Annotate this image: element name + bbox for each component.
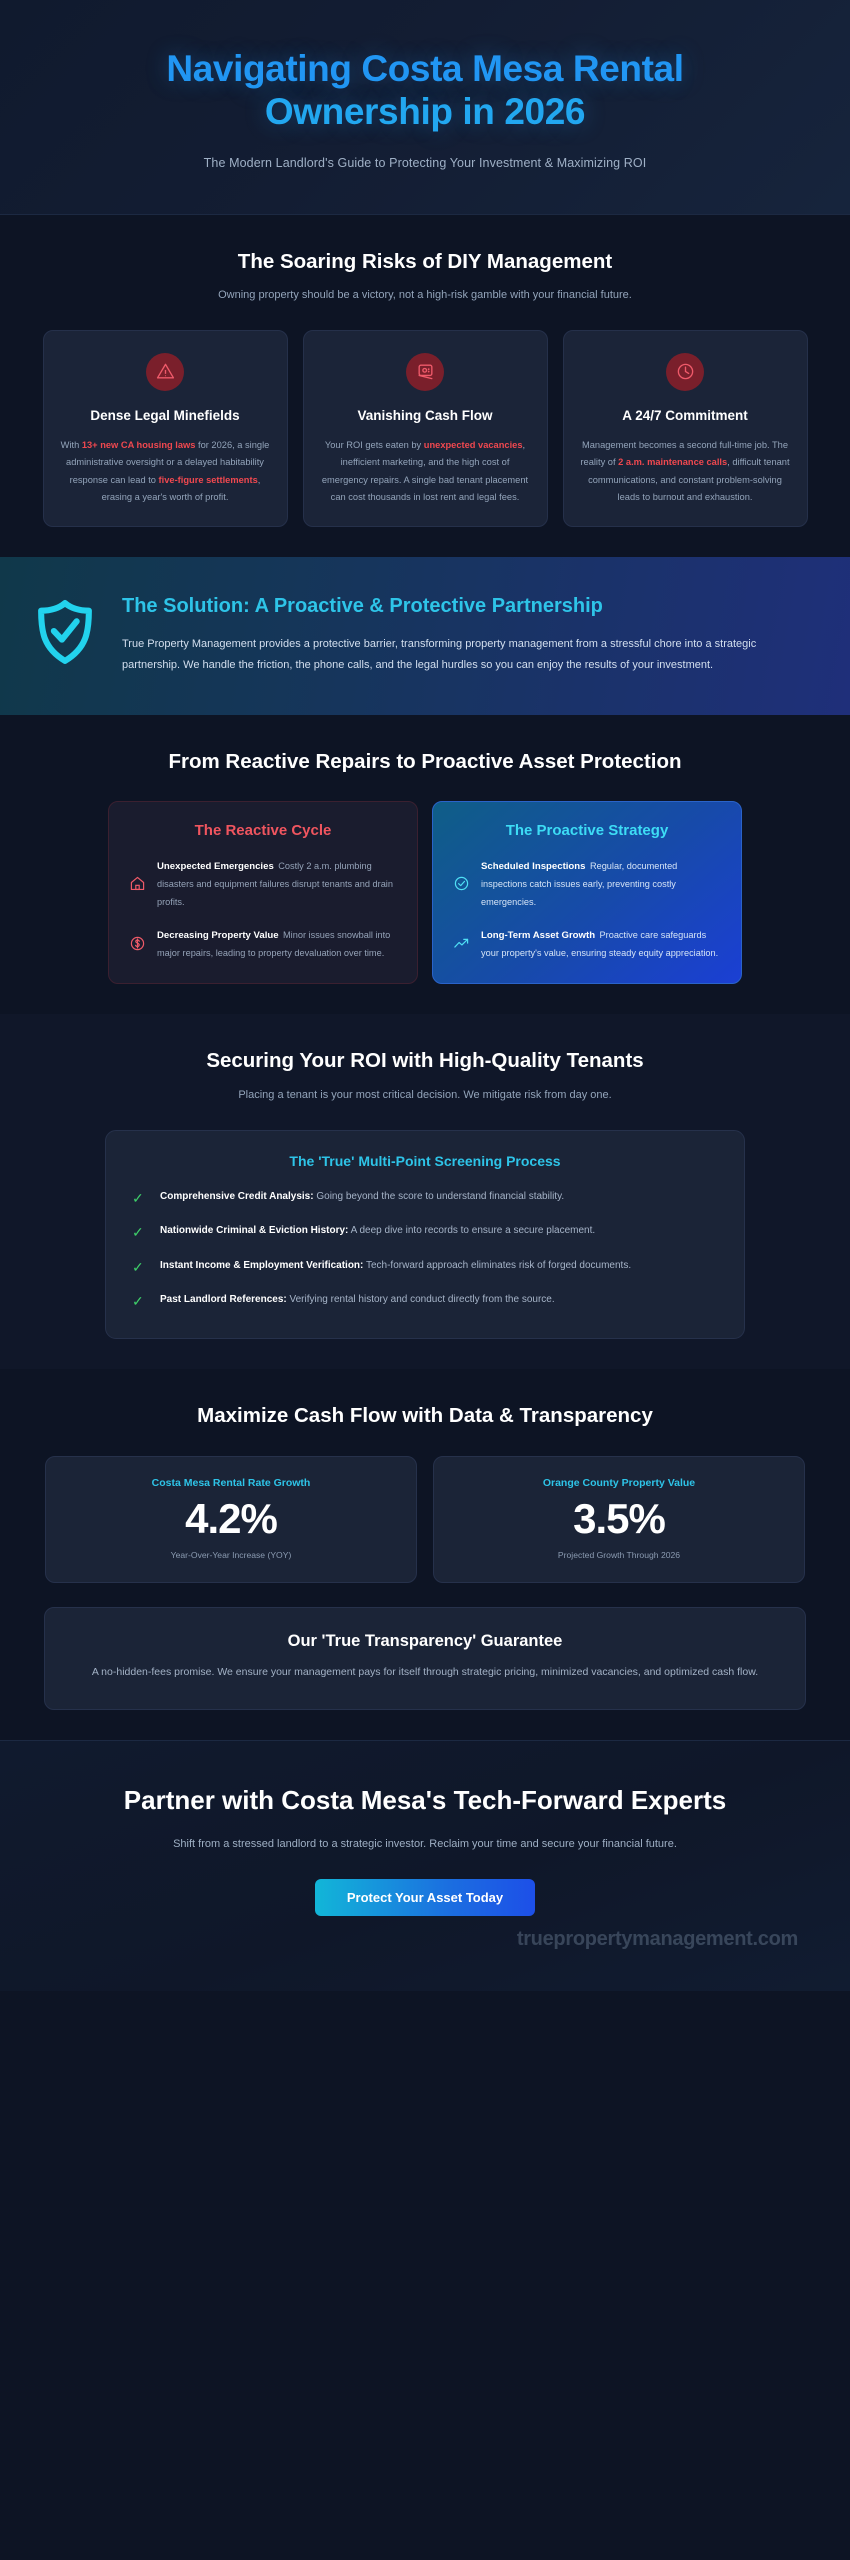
check-mark-icon: ✓ bbox=[132, 1293, 144, 1310]
stat-card: Costa Mesa Rental Rate Growth 4.2% Year-… bbox=[45, 1455, 417, 1583]
stat-value: 3.5% bbox=[573, 1494, 666, 1542]
stat-note: Year-Over-Year Increase (YOY) bbox=[170, 1549, 292, 1560]
stat-label: Costa Mesa Rental Rate Growth bbox=[151, 1476, 311, 1489]
screening-list-item: ✓ Instant Income & Employment Verificati… bbox=[132, 1258, 718, 1278]
risks-section: The Soaring Risks of DIY Management Owni… bbox=[0, 215, 850, 557]
compare-section: From Reactive Repairs to Proactive Asset… bbox=[0, 715, 850, 1015]
solution-banner: The Solution: A Proactive & Protective P… bbox=[0, 556, 850, 715]
cta-subtitle: Shift from a stressed landlord to a stra… bbox=[173, 1837, 677, 1850]
site-watermark: truepropertymanagement.com bbox=[516, 1928, 798, 1951]
check-mark-icon: ✓ bbox=[132, 1189, 144, 1206]
reactive-item: Decreasing Property Value Minor issues s… bbox=[127, 925, 399, 961]
solution-body: True Property Management provides a prot… bbox=[122, 637, 757, 672]
trending-up-icon bbox=[451, 933, 471, 953]
stat-value: 4.2% bbox=[185, 1494, 278, 1542]
screening-card: The 'True' Multi-Point Screening Process… bbox=[105, 1129, 745, 1339]
stat-label: Orange County Property Value bbox=[542, 1476, 696, 1489]
reactive-item-text: Unexpected Emergencies Costly 2 a.m. plu… bbox=[157, 856, 399, 910]
risk-card: Dense Legal Minefields With 13+ new CA h… bbox=[42, 329, 288, 527]
risk-card-title: A 24/7 Commitment bbox=[622, 407, 748, 423]
reactive-item-body: Costly 2 a.m. plumbing disasters and equ… bbox=[157, 861, 393, 908]
check-mark-icon: ✓ bbox=[132, 1224, 144, 1241]
screening-item-text: Nationwide Criminal & Eviction History: … bbox=[160, 1223, 595, 1240]
reactive-item-heading: Decreasing Property Value bbox=[157, 930, 279, 942]
hero-subtitle: The Modern Landlord's Guide to Protectin… bbox=[203, 155, 647, 170]
screening-list-item: ✓ Past Landlord References: Verifying re… bbox=[132, 1292, 718, 1312]
stats-section: Maximize Cash Flow with Data & Transpare… bbox=[0, 1369, 850, 1740]
risk-card-body: With 13+ new CA housing laws for 2026, a… bbox=[60, 440, 270, 502]
compare-title: From Reactive Repairs to Proactive Asset… bbox=[168, 749, 682, 773]
screening-item-body: A deep dive into records to ensure a sec… bbox=[348, 1225, 596, 1237]
dollar-circle-icon bbox=[127, 933, 147, 953]
screening-item-body: Going beyond the score to understand fin… bbox=[313, 1190, 565, 1202]
protect-asset-button[interactable]: Protect Your Asset Today bbox=[314, 1879, 536, 1917]
risk-card-row: Dense Legal Minefields With 13+ new CA h… bbox=[28, 329, 822, 527]
risk-card: A 24/7 Commitment Management becomes a s… bbox=[562, 329, 808, 527]
screening-section: Securing Your ROI with High-Quality Tena… bbox=[0, 1014, 850, 1369]
page-title-line-2: Ownership in 2026 bbox=[264, 90, 586, 132]
stat-note: Projected Growth Through 2026 bbox=[557, 1549, 681, 1560]
cta-section: Partner with Costa Mesa's Tech-Forward E… bbox=[0, 1740, 850, 1992]
proactive-item-heading: Scheduled Inspections bbox=[481, 861, 586, 873]
screening-item-label: Nationwide Criminal & Eviction History: bbox=[160, 1225, 349, 1237]
proactive-card-title: The Proactive Strategy bbox=[505, 822, 669, 840]
cta-title: Partner with Costa Mesa's Tech-Forward E… bbox=[123, 1785, 727, 1816]
stat-card: Orange County Property Value 3.5% Projec… bbox=[433, 1455, 805, 1583]
reactive-item-body: Minor issues snowball into major repairs… bbox=[157, 930, 391, 959]
clock-icon bbox=[666, 352, 704, 391]
reactive-item-heading: Unexpected Emergencies bbox=[157, 861, 274, 873]
risk-card-title: Vanishing Cash Flow bbox=[357, 407, 493, 423]
warning-triangle-icon bbox=[146, 352, 184, 391]
hero-section: Navigating Costa Mesa Rental Ownership i… bbox=[0, 0, 850, 215]
stats-row: Costa Mesa Rental Rate Growth 4.2% Year-… bbox=[28, 1455, 822, 1583]
page-title: Navigating Costa Mesa Rental Ownership i… bbox=[65, 48, 785, 134]
reactive-item-text: Decreasing Property Value Minor issues s… bbox=[157, 925, 399, 961]
stats-title: Maximize Cash Flow with Data & Transpare… bbox=[197, 1404, 653, 1427]
risk-card: Vanishing Cash Flow Your ROI gets eaten … bbox=[302, 329, 548, 527]
empty-wallet-icon bbox=[406, 352, 444, 391]
screening-item-text: Past Landlord References: Verifying rent… bbox=[160, 1292, 555, 1309]
screening-card-title: The 'True' Multi-Point Screening Process bbox=[289, 1152, 561, 1169]
screening-list-item: ✓ Comprehensive Credit Analysis: Going b… bbox=[132, 1189, 718, 1209]
shield-check-icon bbox=[34, 599, 96, 670]
screening-item-label: Past Landlord References: bbox=[160, 1294, 287, 1306]
screening-subtitle: Placing a tenant is your most critical d… bbox=[238, 1089, 612, 1102]
solution-text-block: The Solution: A Proactive & Protective P… bbox=[122, 593, 816, 677]
screening-item-body: Tech-forward approach eliminates risk of… bbox=[363, 1259, 632, 1271]
screening-item-label: Instant Income & Employment Verification… bbox=[160, 1259, 364, 1271]
proactive-strategy-card: The Proactive Strategy Scheduled Inspect… bbox=[432, 801, 742, 985]
screening-item-text: Instant Income & Employment Verification… bbox=[160, 1258, 631, 1275]
check-circle-icon bbox=[451, 873, 471, 893]
proactive-item-body: Regular, documented inspections catch is… bbox=[481, 861, 678, 908]
risks-title: The Soaring Risks of DIY Management bbox=[237, 249, 613, 273]
screening-item-body: Verifying rental history and conduct dir… bbox=[286, 1294, 555, 1306]
risks-subtitle: Owning property should be a victory, not… bbox=[218, 289, 632, 302]
risk-card-body: Your ROI gets eaten by unexpected vacanc… bbox=[321, 440, 529, 502]
check-mark-icon: ✓ bbox=[132, 1258, 144, 1275]
house-icon bbox=[127, 873, 147, 893]
reactive-card-title: The Reactive Cycle bbox=[194, 822, 332, 840]
guarantee-card: Our 'True Transparency' Guarantee A no-h… bbox=[44, 1606, 806, 1711]
risk-card-title: Dense Legal Minefields bbox=[90, 407, 240, 423]
compare-row: The Reactive Cycle Unexpected Emergencie… bbox=[28, 801, 822, 985]
risk-card-body: Management becomes a second full-time jo… bbox=[580, 440, 790, 502]
proactive-item-body: Proactive care safeguards your property'… bbox=[481, 930, 719, 959]
screening-item-text: Comprehensive Credit Analysis: Going bey… bbox=[160, 1189, 564, 1206]
reactive-cycle-card: The Reactive Cycle Unexpected Emergencie… bbox=[108, 801, 418, 985]
reactive-item: Unexpected Emergencies Costly 2 a.m. plu… bbox=[127, 856, 399, 910]
page-title-line-1: Navigating Costa Mesa Rental bbox=[166, 48, 684, 89]
solution-title: The Solution: A Proactive & Protective P… bbox=[122, 594, 603, 617]
screening-item-label: Comprehensive Credit Analysis: bbox=[160, 1190, 314, 1202]
guarantee-title: Our 'True Transparency' Guarantee bbox=[287, 1631, 563, 1650]
screening-title: Securing Your ROI with High-Quality Tena… bbox=[206, 1049, 644, 1073]
screening-list-item: ✓ Nationwide Criminal & Eviction History… bbox=[132, 1223, 718, 1243]
guarantee-body: A no-hidden-fees promise. We ensure your… bbox=[91, 1665, 759, 1678]
proactive-item: Long-Term Asset Growth Proactive care sa… bbox=[451, 925, 723, 961]
proactive-item-text: Scheduled Inspections Regular, documente… bbox=[481, 856, 723, 910]
proactive-item: Scheduled Inspections Regular, documente… bbox=[451, 856, 723, 910]
proactive-item-heading: Long-Term Asset Growth bbox=[481, 930, 596, 942]
proactive-item-text: Long-Term Asset Growth Proactive care sa… bbox=[481, 925, 723, 961]
